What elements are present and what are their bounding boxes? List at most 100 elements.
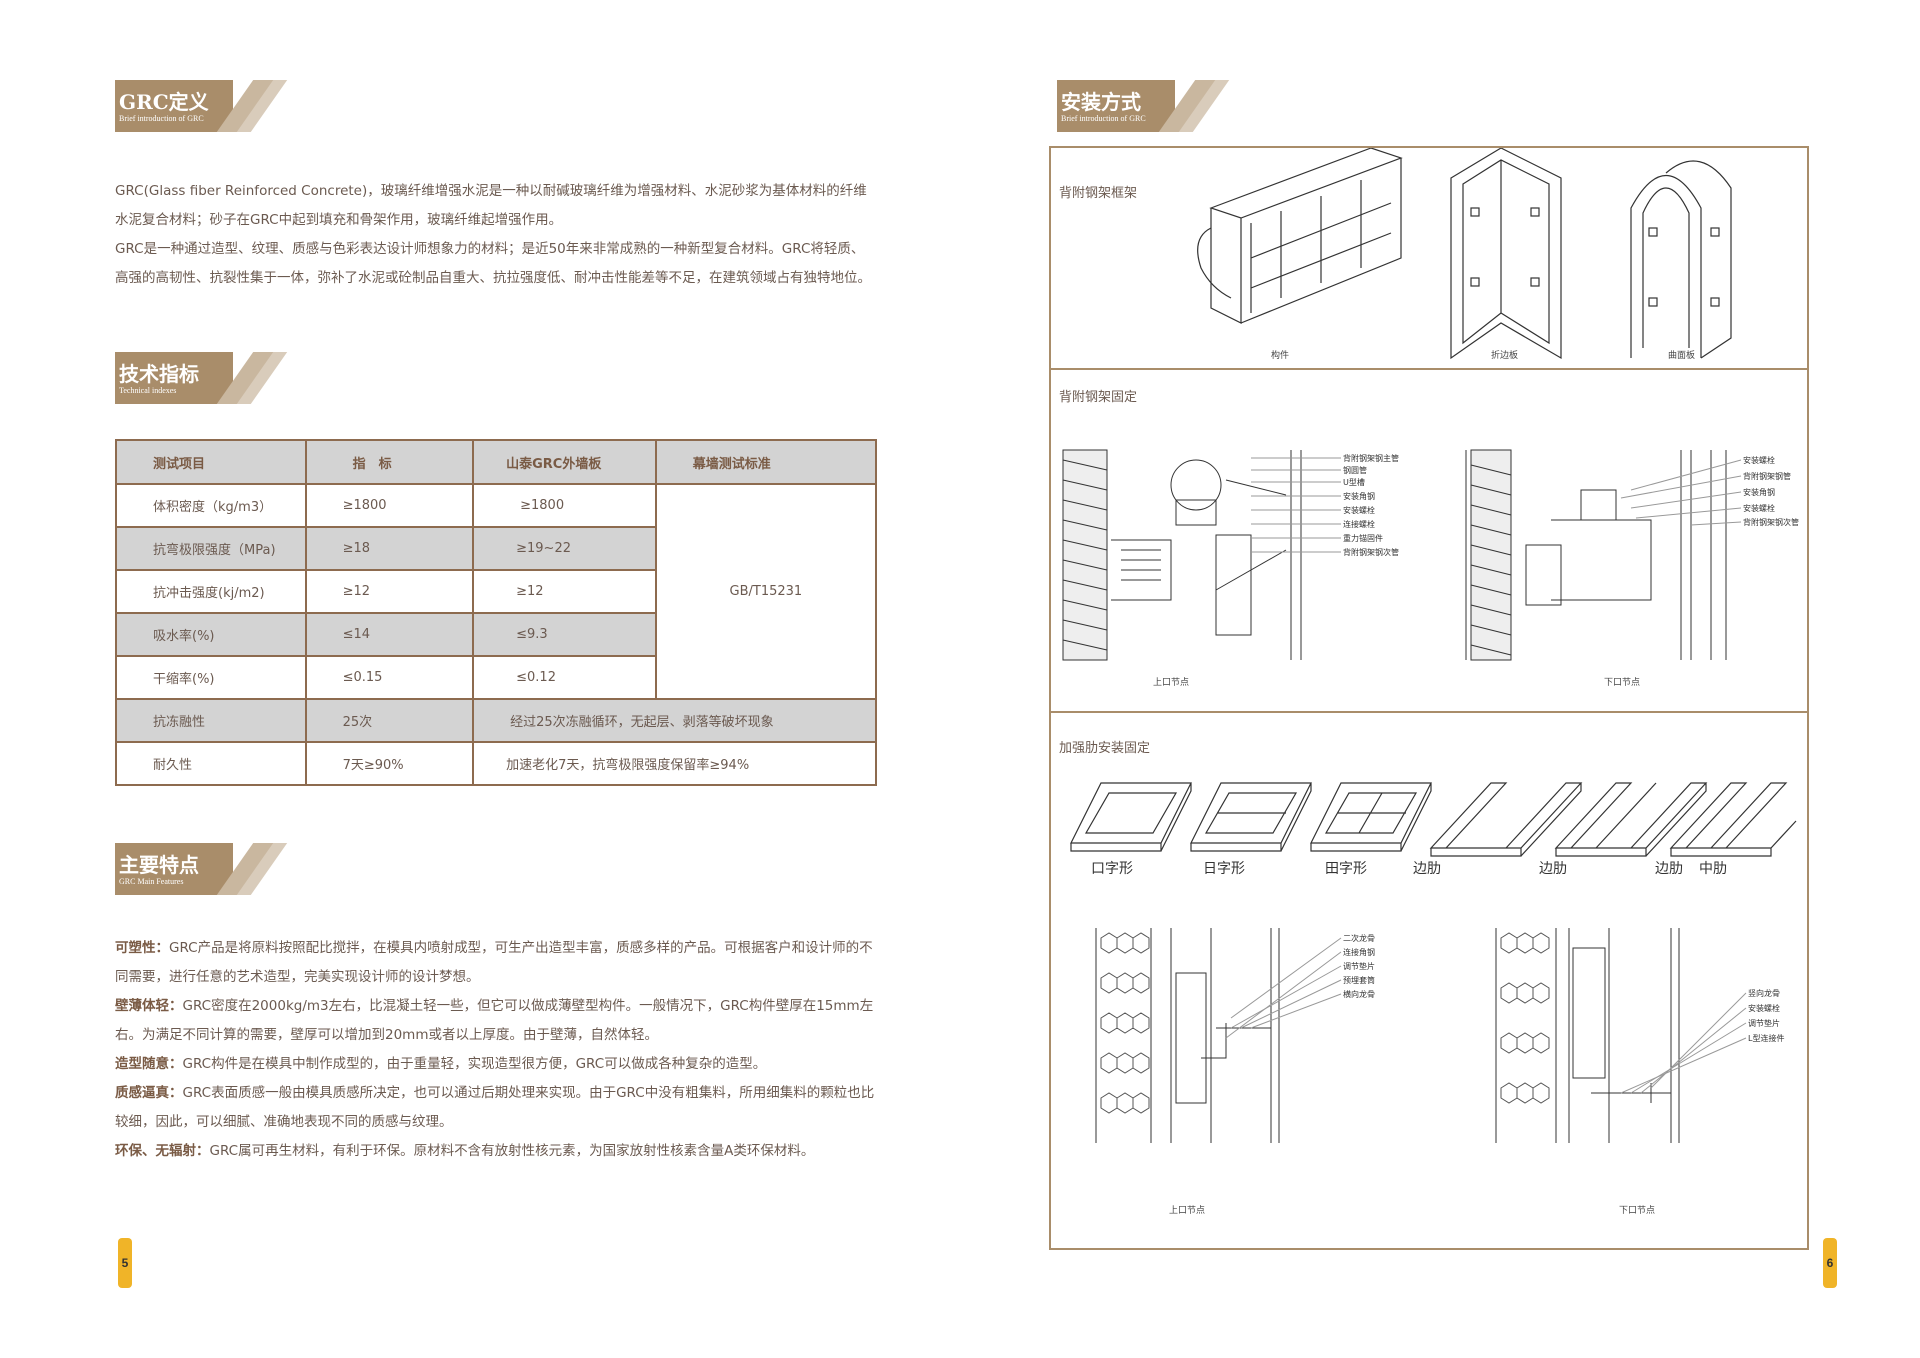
section-title: 安装方式 xyxy=(1061,90,1141,114)
upper-node-drawing xyxy=(1062,449,1302,661)
pane-label: 背附钢架框架 xyxy=(1059,186,1138,201)
note-label: 连接角钢 xyxy=(1343,947,1375,957)
section-subtitle: Brief introduction of GRC xyxy=(1061,114,1146,123)
component-drawing xyxy=(1197,148,1403,324)
table-cell: ≤9.3 xyxy=(472,612,657,657)
feature-text: GRC产品是将原料按照配比搅拌，在模具内喷射成型，可生产出造型丰富，质感多样的产… xyxy=(115,940,873,985)
note-label: 背附钢架钢次管 xyxy=(1343,547,1399,557)
pane-steel-frame: 背附钢架框架 xyxy=(1051,148,1807,370)
features-list: 可塑性：GRC产品是将原料按照配比搅拌，在模具内喷射成型，可生产出造型丰富，质感… xyxy=(115,934,877,1166)
table-cell: 耐久性 xyxy=(115,741,307,786)
curved-panel-drawing xyxy=(1630,160,1732,359)
intro-paragraph-1: GRC(Glass fiber Reinforced Concrete)，玻璃纤… xyxy=(115,183,867,228)
lower-node-drawing xyxy=(1465,449,1727,661)
note-label: 连接螺栓 xyxy=(1343,519,1375,529)
folded-panel-drawing xyxy=(1450,148,1562,360)
table-cell: ≥18 xyxy=(304,526,475,571)
feature-item: 质感逼真：GRC表面质感一般由模具质感所决定，也可以通过后期处理来实现。由于GR… xyxy=(115,1079,877,1137)
table-row: 吸水率(%) ≤14 ≤9.3 xyxy=(115,612,876,657)
table-row: 抗弯极限强度（MPa) ≥18 ≥19~22 xyxy=(115,526,876,571)
table-cell: ≥1800 xyxy=(472,483,657,528)
feature-label: 可塑性： xyxy=(115,940,169,956)
steel-frame-diagrams xyxy=(1197,148,1732,360)
section-title: GRC定义 xyxy=(119,90,209,114)
rib-fixing-details: 二次龙骨 连接角钢 调节垫片 预埋套筒 横向龙骨 xyxy=(1095,928,1784,1143)
note-label: 背附钢架钢次管 xyxy=(1743,517,1799,527)
table-cell: ≤14 xyxy=(304,612,475,657)
installation-frame: 背附钢架框架 xyxy=(1049,146,1809,1250)
table-header: 指 标 xyxy=(304,439,475,485)
lower-node-notes xyxy=(1620,992,1747,1094)
section-header-grc-definition: GRC定义 Brief introduction of GRC xyxy=(115,80,288,132)
upper-node-notes xyxy=(1225,937,1342,1039)
table-cell: ≤0.12 xyxy=(472,655,657,700)
feature-text: GRC密度在2000kg/m3左右，比混凝土轻一些，但它可以做成薄壁型构件。一般… xyxy=(115,998,874,1043)
pane-steel-fixing: 背附钢架固定 xyxy=(1051,370,1807,713)
table-header: 幕墙测试标准 xyxy=(654,439,878,485)
table-row: 体积密度（kg/m3） ≥1800 ≥1800 GB/T15231 xyxy=(115,483,878,700)
note-label: 安装螺栓 xyxy=(1743,455,1775,465)
feature-label: 壁薄体轻： xyxy=(115,998,183,1014)
note-label: 钢圆管 xyxy=(1343,465,1367,475)
intro-text: GRC(Glass fiber Reinforced Concrete)，玻璃纤… xyxy=(115,177,877,293)
section-header-main-features: 主要特点 GRC Main Features xyxy=(115,843,288,895)
feature-text: GRC属可再生材料，有利于环保。原材料不含有放射性核元素，为国家放射性核素含量A… xyxy=(209,1143,815,1159)
upper-node-drawing xyxy=(1095,928,1280,1143)
note-label: 竖向龙骨 xyxy=(1748,988,1780,998)
table-cell: ≥1800 xyxy=(304,483,475,528)
caption-upper-node: 上口节点 xyxy=(1153,678,1190,688)
steel-fixing-diagrams: 背附钢架钢主管 钢圆管 U型槽 安装角钢 安装螺栓 连接螺栓 重力锚固件 背附钢… xyxy=(1062,449,1799,661)
note-label: 背附钢架钢主管 xyxy=(1343,453,1399,463)
upper-node-notes xyxy=(1251,457,1341,553)
section-subtitle: GRC Main Features xyxy=(119,877,184,886)
note-label: L型连接件 xyxy=(1748,1033,1784,1043)
feature-item: 壁薄体轻：GRC密度在2000kg/m3左右，比混凝土轻一些，但它可以做成薄壁型… xyxy=(115,992,877,1050)
table-header-row: 测试项目 指 标 山泰GRC外墙板 幕墙测试标准 xyxy=(115,439,878,485)
note-label: 重力锚固件 xyxy=(1343,533,1383,543)
feature-item: 可塑性：GRC产品是将原料按照配比搅拌，在模具内喷射成型，可生产出造型丰富，质感… xyxy=(115,934,877,992)
rib-shapes-drawing xyxy=(1070,782,1797,857)
shape-label: 田字形 xyxy=(1325,861,1367,877)
table-cell: 吸水率(%) xyxy=(115,612,307,657)
table-cell: ≤0.15 xyxy=(304,655,475,700)
feature-item: 造型随意：GRC构件是在模具中制作成型的，由于重量轻，实现造型很方便，GRC可以… xyxy=(115,1050,877,1079)
caption-upper-node: 上口节点 xyxy=(1169,1206,1206,1216)
note-label: 预埋套筒 xyxy=(1343,975,1375,985)
page-number: 5 xyxy=(118,1238,132,1288)
note-label: 二次龙骨 xyxy=(1343,933,1375,943)
feature-label: 环保、无辐射： xyxy=(115,1143,210,1159)
table-cell: 体积密度（kg/m3） xyxy=(115,483,307,528)
section-header-technical-indexes: 技术指标 Technical indexes xyxy=(115,352,288,404)
caption-lower-node: 下口节点 xyxy=(1604,678,1641,688)
note-label: 调节垫片 xyxy=(1343,961,1375,971)
section-title: 主要特点 xyxy=(119,853,199,877)
table-row: 抗冲击强度(kj/m2) ≥12 ≥12 xyxy=(115,569,876,614)
table-cell: ≥12 xyxy=(472,569,657,614)
feature-item: 环保、无辐射：GRC属可再生材料，有利于环保。原材料不含有放射性核元素，为国家放… xyxy=(115,1137,877,1166)
table-cell: ≥12 xyxy=(304,569,475,614)
table-cell: 经过25次冻融循环，无起层、剥落等破坏现象 xyxy=(472,698,877,743)
page-number: 6 xyxy=(1823,1238,1837,1288)
section-subtitle: Technical indexes xyxy=(119,386,177,395)
shape-label: 边肋 xyxy=(1413,861,1441,877)
caption-component: 构件 xyxy=(1271,351,1290,361)
shape-label: 边肋 xyxy=(1655,861,1683,877)
pane-rib-fixing: 加强肋安装固定 口字形 日字形 田字形 边肋 边肋 边肋 中肋 xyxy=(1051,713,1807,1248)
table-cell: 7天≥90% xyxy=(304,741,475,786)
table-row: 耐久性 7天≥90% 加速老化7天，抗弯极限强度保留率≥94% xyxy=(115,741,877,786)
note-label: 安装螺栓 xyxy=(1748,1003,1780,1013)
note-label: 调节垫片 xyxy=(1748,1018,1780,1028)
table-cell: 抗弯极限强度（MPa) xyxy=(115,526,307,571)
shape-label: 中肋 xyxy=(1699,861,1727,877)
table-row: 抗冻融性 25次 经过25次冻融循环，无起层、剥落等破坏现象 xyxy=(115,698,877,743)
feature-text: GRC表面质感一般由模具质感所决定，也可以通过后期处理来实现。由于GRC中没有粗… xyxy=(115,1085,875,1130)
lower-node-drawing xyxy=(1495,928,1680,1143)
table-cell: ≥19~22 xyxy=(472,526,657,571)
note-label: 背附钢架钢管 xyxy=(1743,471,1791,481)
lower-node-notes xyxy=(1620,459,1742,526)
feature-label: 质感逼真： xyxy=(115,1085,183,1101)
feature-label: 造型随意： xyxy=(115,1056,183,1072)
pane-label: 背附钢架固定 xyxy=(1059,390,1138,405)
table-header: 测试项目 xyxy=(115,439,307,485)
caption-lower-node: 下口节点 xyxy=(1619,1206,1656,1216)
